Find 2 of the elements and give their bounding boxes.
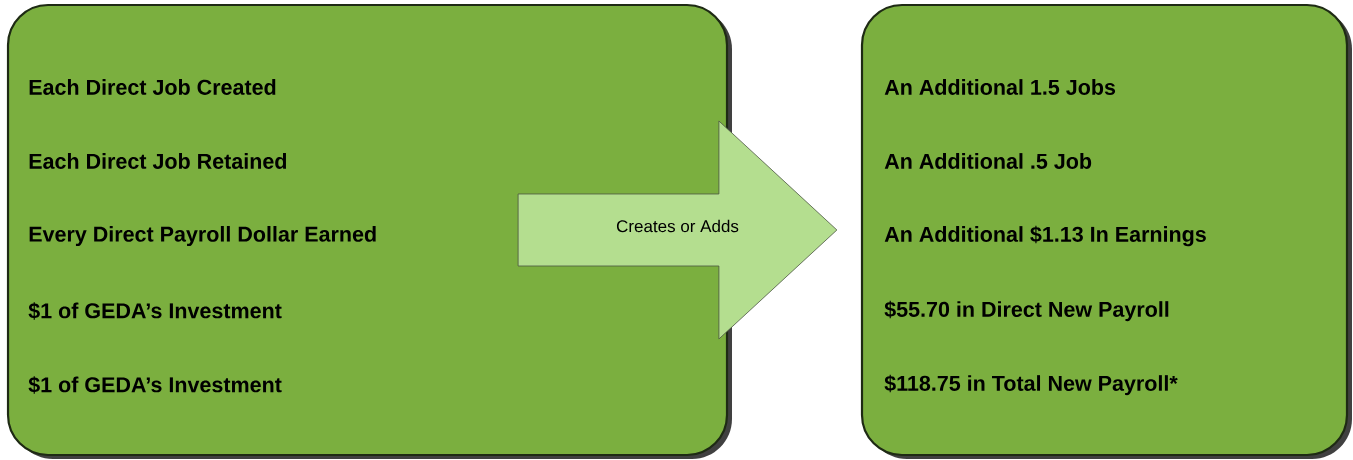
rounded-panel: An Additional 1.5 Jobs An Additional .5 Job An Additional $1.13 In Earnings $55.70 in Direct New Payroll $118.75 in Total New Payroll* — [860, 3, 1352, 459]
block-arrow — [517, 120, 838, 340]
